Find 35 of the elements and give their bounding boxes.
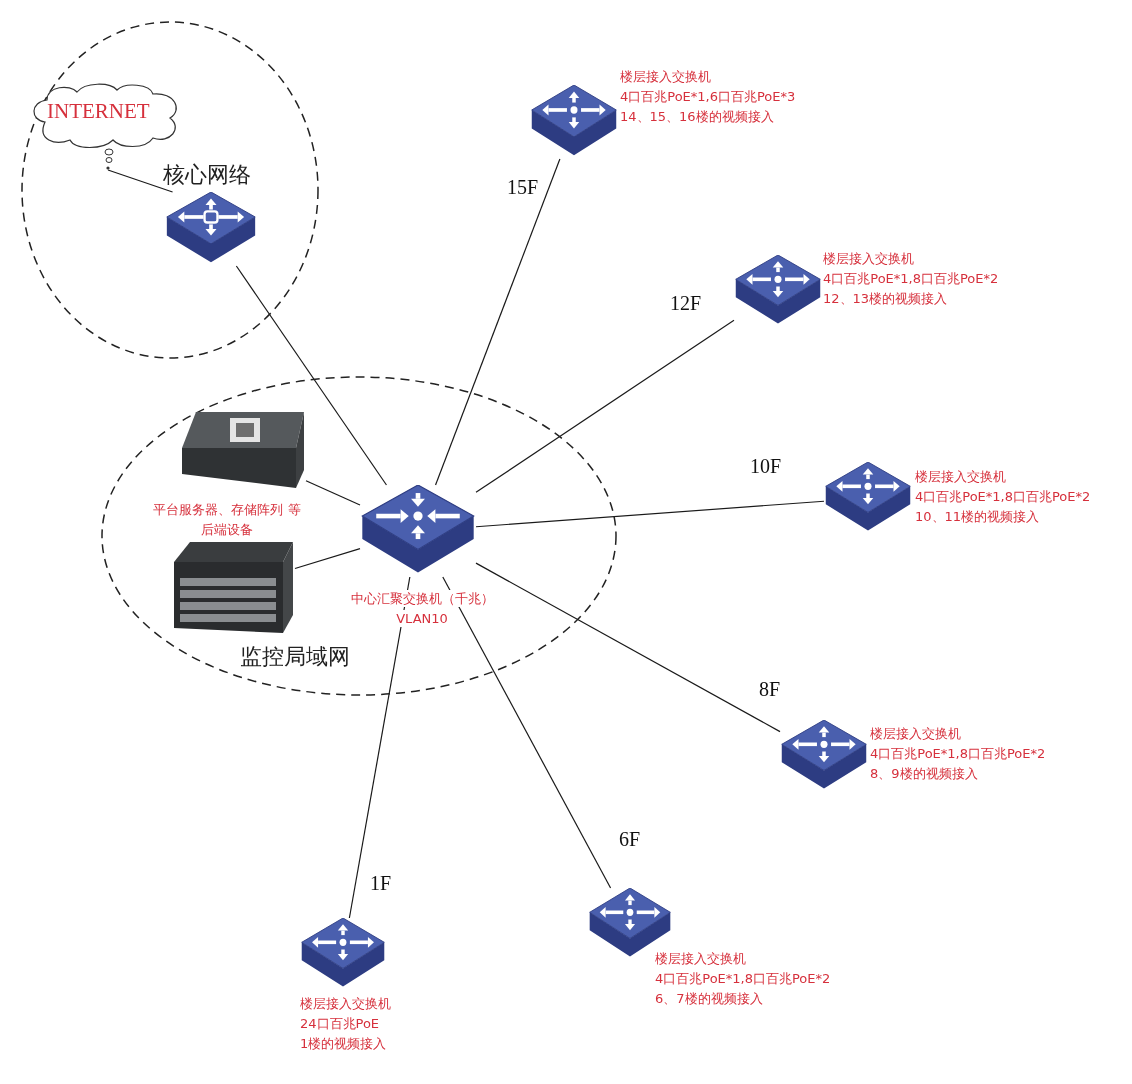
network-link-line bbox=[107, 169, 174, 193]
dashed-zone-ellipse bbox=[20, 20, 320, 360]
zone-title: 核心网络 bbox=[163, 161, 251, 189]
device-caption: 楼层接入交换机 bbox=[870, 725, 961, 742]
device-caption: 10、11楼的视频接入 bbox=[915, 508, 1040, 525]
network-link-line bbox=[475, 562, 781, 733]
device-caption: 4口百兆PoE*1,6口百兆PoE*3 bbox=[620, 88, 796, 105]
device-caption: 楼层接入交换机 bbox=[300, 995, 391, 1012]
network-link-line bbox=[235, 265, 388, 486]
network-link-line bbox=[475, 319, 735, 493]
zone-title: 监控局域网 bbox=[240, 643, 350, 671]
network-link-line bbox=[294, 548, 361, 570]
device-caption: 楼层接入交换机 bbox=[655, 950, 746, 967]
device-caption: 楼层接入交换机 bbox=[620, 68, 711, 85]
device-caption: 8、9楼的视频接入 bbox=[870, 765, 978, 782]
device-caption: 4口百兆PoE*1,8口百兆PoE*2 bbox=[823, 270, 999, 287]
device-caption: 6、7楼的视频接入 bbox=[655, 990, 763, 1007]
device-caption: VLAN10 bbox=[396, 610, 448, 627]
network-link-line bbox=[434, 158, 561, 486]
network-link-line bbox=[442, 576, 612, 889]
device-caption: 楼层接入交换机 bbox=[823, 250, 914, 267]
device-caption: 楼层接入交换机 bbox=[915, 468, 1006, 485]
device-caption: 4口百兆PoE*1,8口百兆PoE*2 bbox=[915, 488, 1091, 505]
network-link-line bbox=[348, 576, 411, 919]
device-caption: 14、15、16楼的视频接入 bbox=[620, 108, 774, 125]
device-caption: 24口百兆PoE bbox=[300, 1015, 380, 1032]
device-caption: 平台服务器、存储阵列 等后端设备 bbox=[152, 501, 302, 539]
cloud-label: INTERNET bbox=[47, 98, 150, 125]
device-caption: 12、13楼的视频接入 bbox=[823, 290, 948, 307]
dashed-zone-ellipse bbox=[100, 375, 618, 697]
device-caption: 4口百兆PoE*1,8口百兆PoE*2 bbox=[870, 745, 1046, 762]
network-link-line bbox=[305, 480, 361, 506]
device-caption: 1楼的视频接入 bbox=[300, 1035, 387, 1052]
network-link-line bbox=[475, 500, 825, 528]
device-caption: 4口百兆PoE*1,8口百兆PoE*2 bbox=[655, 970, 831, 987]
